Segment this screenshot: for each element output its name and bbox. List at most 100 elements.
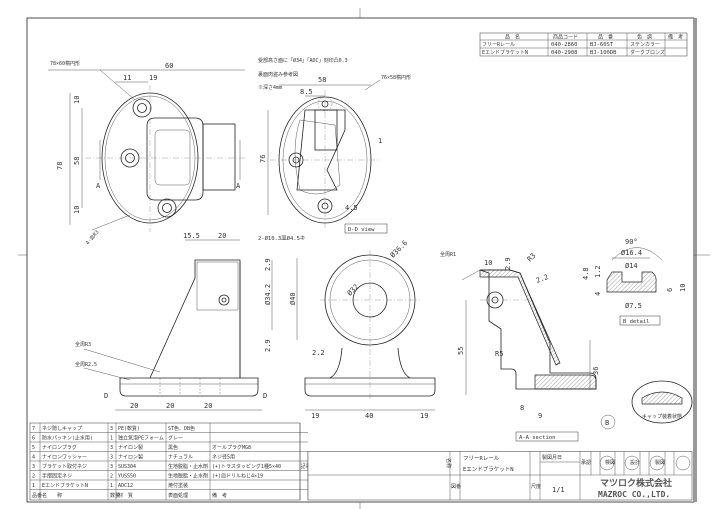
dim-10c: 10 [484,259,492,267]
parts-cell: 1 [110,483,113,489]
parts-cell: ナイロン製 [118,454,143,461]
zone-ticks [18,8,710,509]
front-view: Ø36.6 Ø32 2.2 19 40 19 [304,239,436,420]
section-marker-a: A [236,182,241,190]
parts-cell: ナイロンワッシャー [42,455,87,461]
design-label: 設計 [630,459,640,466]
parts-cell: オールプラグMG8 [212,444,251,451]
dim-20b: 20 [166,402,174,410]
side-view: 15.5 20 2-Ø10.3皿Ø4.5キ Ø34.2 Ø40 2.9 2.9 … [75,232,305,411]
note-backside: 裏面肉盗み参考図 [258,71,298,78]
plan-view: A A 60 11 19 78 10 58 10 78×60楕円形 4-皿R3 [48,60,245,246]
dim-4-5: 4.5 [345,204,358,212]
parts-cell: 防水パッキン(止水用) [42,435,93,442]
dim-10d: 10 [679,284,687,292]
dim-19: 19 [149,74,157,82]
cell: BJ-60ST [590,42,614,48]
note-fillet-r25: 全周R2.5 [75,361,97,368]
dim-60: 60 [165,62,173,70]
parts-cell: 5 [32,445,35,451]
dim-4: 4 [594,292,602,296]
dim-36-6: Ø36.6 [389,239,410,260]
dim-40: Ø40 [289,292,297,305]
dim-2-2: 2.2 [312,349,325,357]
name-label: 名称 [445,458,452,468]
parts-cell: 表面処理 [168,492,188,499]
dim-2-2b: 2.2 [535,273,550,285]
dim-32: Ø32 [346,283,361,298]
cell: BJ-100DB [590,50,617,56]
cell: ステンカラー [630,42,660,48]
dim-78: 78 [56,162,64,170]
parts-cell: ADC12 [118,483,133,489]
section-marker-d: D [263,392,267,400]
parts-table: 記事 [29,422,311,501]
cell: 040-2908 [551,50,578,56]
product-table: 品 名 商品コード 品 番 色 調 備 考 フリーRレール 040-2860 B… [479,32,688,57]
dim-20: 20 [218,232,226,240]
parts-cell: 焼付塗装 [168,482,188,489]
company-logo-jp: マツロク株式会社 [600,477,672,489]
dim-r3: R3 [526,252,538,264]
parts-cell: ナイロン製 [118,444,143,451]
th-partno: 品 番 [598,34,613,41]
note-engrave: 受部高さ面に「Ø34」「ADC」刻印凸0.3 [258,57,348,64]
cell: EエンドブラケットN [482,49,528,56]
parts-cell: ST色、DB色 [168,425,195,432]
dim-20c: 20 [204,402,212,410]
parts-cell: 1 [110,436,113,442]
parts-cell: 生地脱脂・止水剤 [168,463,208,470]
dim-10: 10 [73,96,81,104]
label-aa-section: A-A section [519,435,555,441]
dim-6: 6 [666,288,674,292]
dim-90deg: 90° [625,238,638,246]
dim-36: 36 [592,367,600,375]
note-depth: ※深さ4mm [258,84,282,91]
detail-marker-b: B [605,419,609,427]
dim-11: 11 [123,74,131,82]
cell: フリーRレール [482,42,515,48]
dim-16-4: Ø16.4 [621,249,642,257]
dim-8: 8 [520,404,524,412]
parts-cell: 4 [32,455,35,461]
note-fillet-r1: 全周R1 [440,251,456,258]
scale-label: 尺度 [531,483,541,490]
parts-cell: (+)トラスタッピング1種5×40 [212,463,281,470]
revision-label: 記事 [301,463,311,470]
check-stamp [624,455,640,471]
parts-cell: 備 考 [212,492,227,499]
dim-15-5: 15.5 [183,232,200,240]
parts-cell: 3 [110,445,113,451]
title-name-line2: EエンドブラケットN [463,465,514,473]
note-ellipse-78x60: 78×60楕円形 [50,60,80,67]
dim-2-9b: 2.9 [504,257,512,270]
parts-cell: ネジ径5用 [212,454,235,461]
aa-section: 全周R1 10 2.9 R3 2.2 55 R5 36 8 9 B A-A se… [440,251,616,442]
section-marker-a: A [96,182,101,190]
draft-label: 製図 [655,459,665,466]
parts-cell: 材 質 [118,492,133,499]
dim-19b: 19 [420,412,428,420]
th-color: 色 調 [637,34,652,41]
label-dd-view: D-D view [348,227,375,233]
draft-stamp [675,455,691,471]
dim-1: 1 [378,137,382,145]
th-name: 品 名 [505,34,520,41]
note-fillet-r3: 全周R3 [75,341,91,348]
dim-55: 55 [457,347,465,355]
dim-4-8: 4.8 [582,267,590,280]
dim-76: 76 [259,155,267,163]
dim-8-5: 8.5 [300,88,313,96]
parts-cell: 数量 [110,492,120,499]
th-remarks: 備 考 [668,34,683,41]
dim-20a: 20 [130,402,138,410]
parts-cell: 生地脱脂・止水剤 [168,473,208,480]
parts-cell: 品番 [32,492,42,499]
frame-edge [693,18,697,502]
dim-34-2: Ø34.2 [264,284,272,305]
parts-cell: ナチュラル [168,455,193,461]
dim-r5: R5 [495,350,503,358]
